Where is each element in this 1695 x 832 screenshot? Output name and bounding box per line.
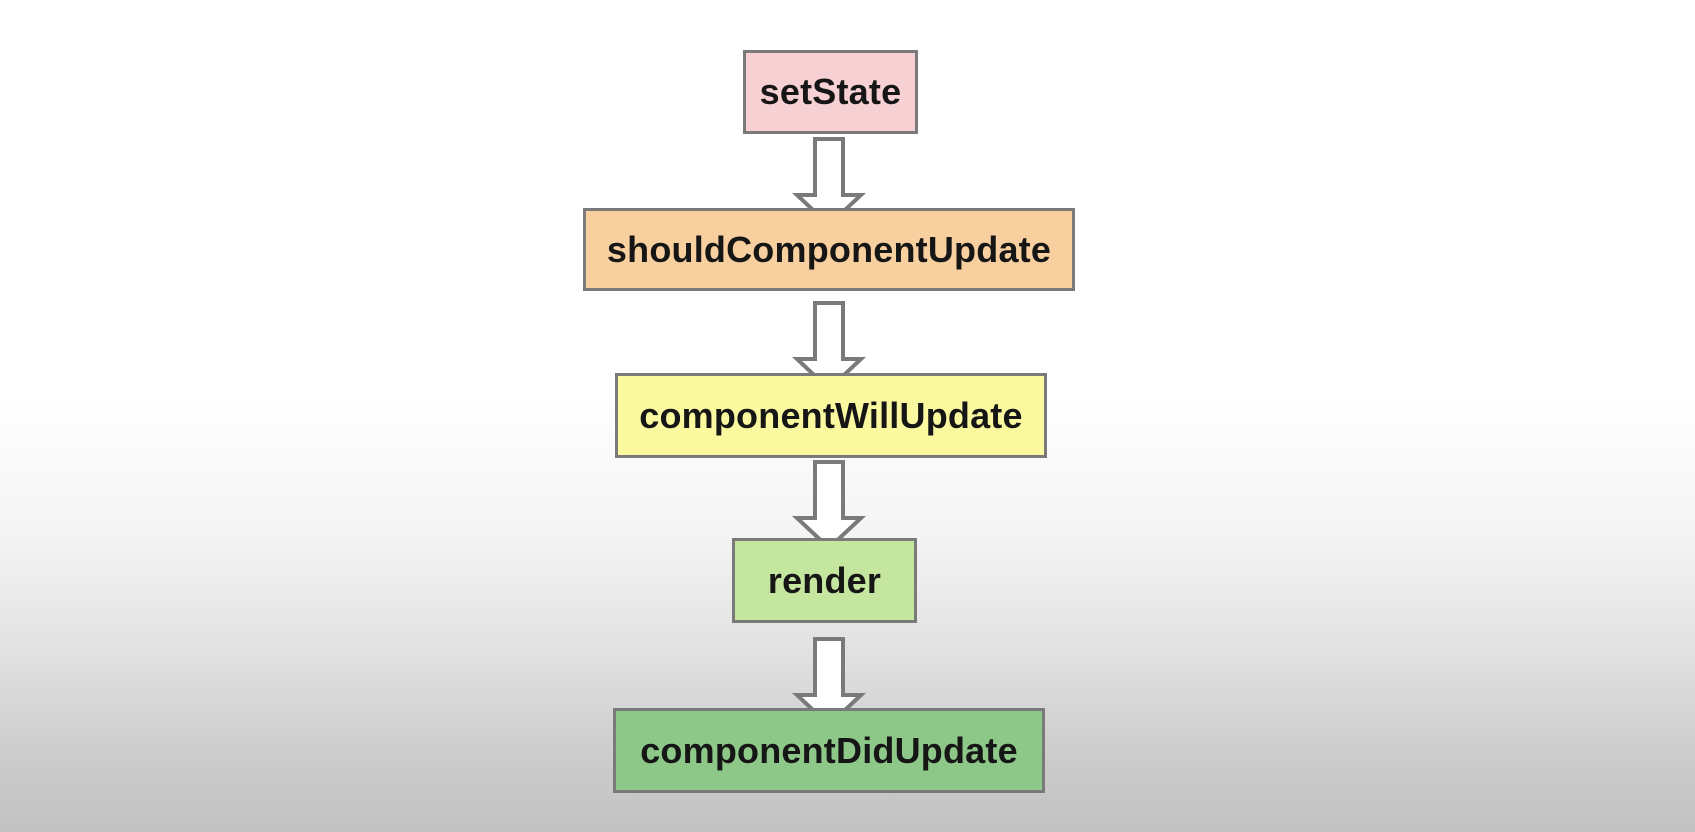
down-arrow-icon [791,460,867,551]
flow-node-shouldcomponentupdate: shouldComponentUpdate [583,208,1075,291]
flow-node-componentwillupdate: componentWillUpdate [615,373,1047,458]
flow-node-label: shouldComponentUpdate [606,228,1052,270]
flow-node-label: componentDidUpdate [640,729,1018,771]
flow-node-render: render [732,538,917,623]
flow-node-componentdidupdate: componentDidUpdate [613,708,1045,793]
flow-node-setstate: setState [743,50,918,134]
flow-node-label: render [767,559,882,601]
flow-node-label: setState [759,71,902,112]
flow-node-label: componentWillUpdate [639,394,1023,436]
